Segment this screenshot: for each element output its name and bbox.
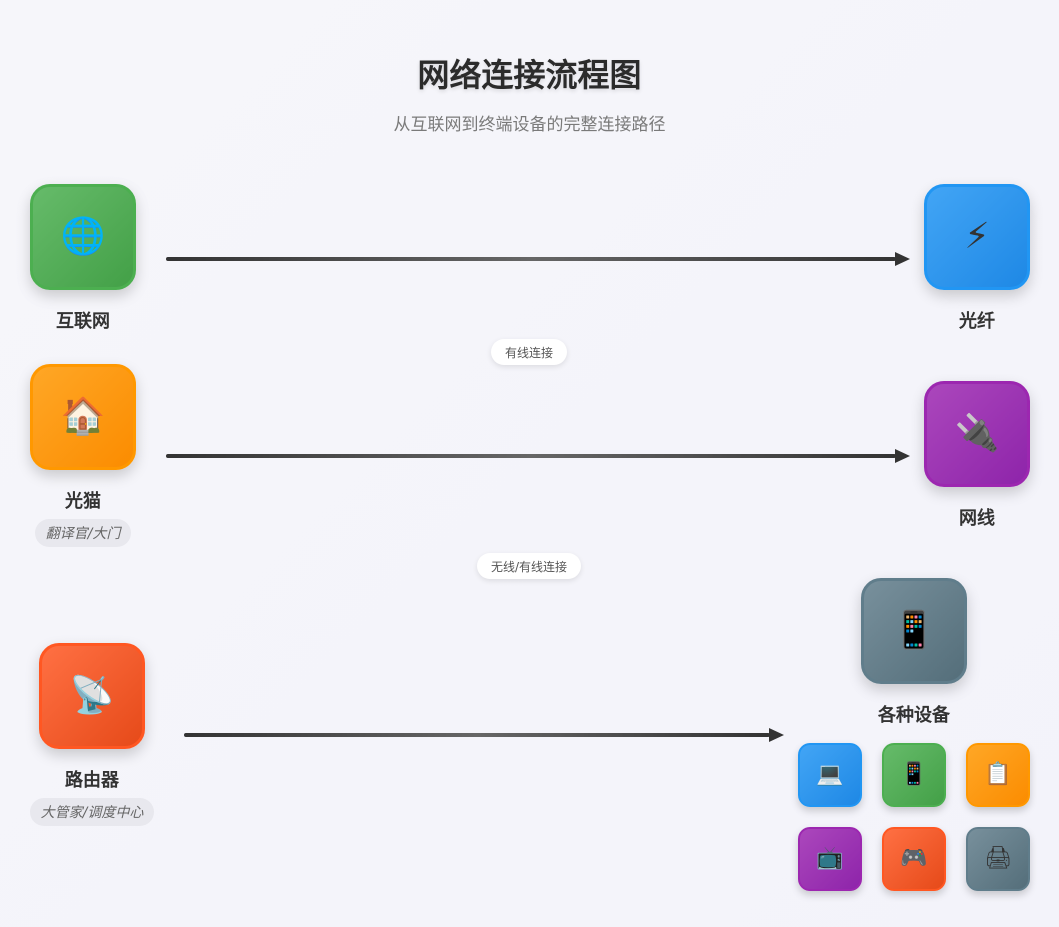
device-game-console: 🎮 <box>882 827 946 891</box>
game-controller-icon: 🎮 <box>900 846 928 871</box>
arrow-internet-to-fiber <box>166 252 910 266</box>
internet-label: 互联网 <box>56 311 110 332</box>
device-phone: 📱 <box>882 743 946 807</box>
connection-label-wired: 有线连接 <box>491 339 568 365</box>
router-node: 📡 <box>39 643 145 749</box>
devices-node: 📱 <box>861 578 967 684</box>
television-icon: 📺 <box>816 846 844 871</box>
clipboard-icon: 📋 <box>984 762 1012 787</box>
lightning-icon: ⚡ <box>964 216 990 257</box>
satellite-dish-icon: 📡 <box>69 675 115 716</box>
fiber-label: 光纤 <box>959 311 995 332</box>
connection-label-wireless-wired: 无线/有线连接 <box>477 553 582 579</box>
devices-label: 各种设备 <box>878 705 950 726</box>
arrow-router-to-devices <box>184 728 784 742</box>
page-subtitle: 从互联网到终端设备的完整连接路径 <box>393 115 666 135</box>
router-label: 路由器 <box>65 770 119 791</box>
cable-label: 网线 <box>959 508 995 529</box>
device-tv: 📺 <box>798 827 862 891</box>
internet-node: 🌐 <box>30 184 136 290</box>
house-icon: 🏠 <box>60 396 106 437</box>
device-tablet: 📋 <box>966 743 1030 807</box>
arrow-modem-to-cable <box>166 449 910 463</box>
modem-node: 🏠 <box>30 364 136 470</box>
modem-label: 光猫 <box>65 491 101 512</box>
printer-icon: 🖨 <box>984 846 1012 871</box>
laptop-icon: 💻 <box>816 762 844 787</box>
mobile-phone-icon: 📱 <box>891 610 937 651</box>
device-laptop: 💻 <box>798 743 862 807</box>
cable-node: 🔌 <box>924 381 1030 487</box>
globe-icon: 🌐 <box>60 216 106 257</box>
router-role-tag: 大管家/调度中心 <box>30 798 154 826</box>
mobile-phone-icon: 📱 <box>900 762 928 787</box>
modem-role-tag: 翻译官/大门 <box>35 519 131 547</box>
fiber-node: ⚡ <box>924 184 1030 290</box>
device-printer: 🖨 <box>966 827 1030 891</box>
plug-icon: 🔌 <box>954 413 1000 454</box>
page-title: 网络连接流程图 <box>417 56 642 94</box>
